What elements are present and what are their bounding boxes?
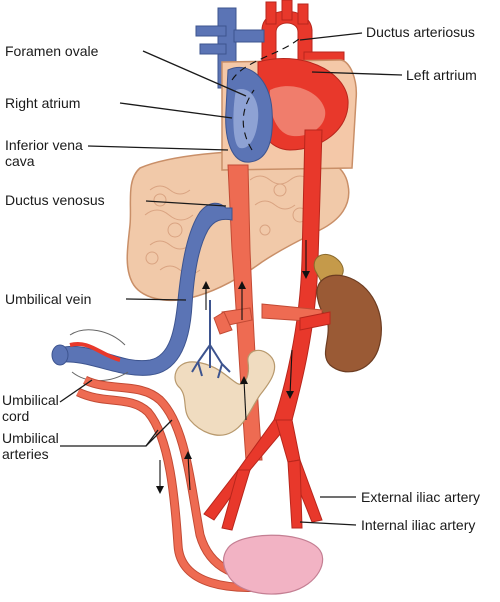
leader-internal-iliac-artery bbox=[299, 521, 357, 526]
label-foramen-ovale: Foramen ovale bbox=[5, 43, 99, 59]
label-inferior-vena-cava-line1: Inferior vena bbox=[5, 137, 83, 153]
label-ductus-venosus: Ductus venosus bbox=[5, 192, 105, 208]
label-umbilical-cord-line2: cord bbox=[2, 408, 29, 424]
flow-arrows bbox=[156, 240, 310, 494]
leader-foramen-ovale bbox=[142, 50, 247, 97]
label-inferior-vena-cava-line2: cava bbox=[5, 153, 35, 169]
leader-inferior-vena-cava bbox=[87, 145, 229, 151]
renal-vessels bbox=[213, 303, 331, 335]
label-umbilical-cord-line1: Umbilical bbox=[2, 392, 59, 408]
label-umbilical-arteries-line2: arteries bbox=[2, 446, 49, 462]
leader-ductus-venosus bbox=[145, 200, 227, 207]
heart bbox=[221, 37, 358, 171]
leader-left-atrium bbox=[311, 71, 403, 76]
portal-vein-tree bbox=[191, 300, 231, 379]
label-umbilical-arteries-line1: Umbilical bbox=[2, 430, 59, 446]
label-external-iliac-artery: External iliac artery bbox=[361, 489, 480, 505]
label-ductus-arteriosus: Ductus arteriosus bbox=[366, 24, 475, 40]
label-left-atrium: Left artrium bbox=[406, 67, 477, 83]
umbilical-vein-vessel bbox=[59, 202, 233, 376]
kidney bbox=[313, 253, 382, 373]
leader-umbilical-arteries-2 bbox=[145, 429, 159, 447]
iliac-arteries bbox=[203, 419, 323, 531]
label-umbilical-vein: Umbilical vein bbox=[5, 291, 91, 307]
leader-umbilical-vein bbox=[125, 298, 187, 301]
leader-right-atrium bbox=[119, 102, 233, 119]
label-right-atrium: Right atrium bbox=[5, 95, 80, 111]
leader-ductus-arteriosus bbox=[299, 32, 363, 41]
leader-umbilical-cord bbox=[59, 379, 93, 403]
label-internal-iliac-artery: Internal iliac artery bbox=[361, 517, 475, 533]
bladder bbox=[222, 534, 324, 595]
